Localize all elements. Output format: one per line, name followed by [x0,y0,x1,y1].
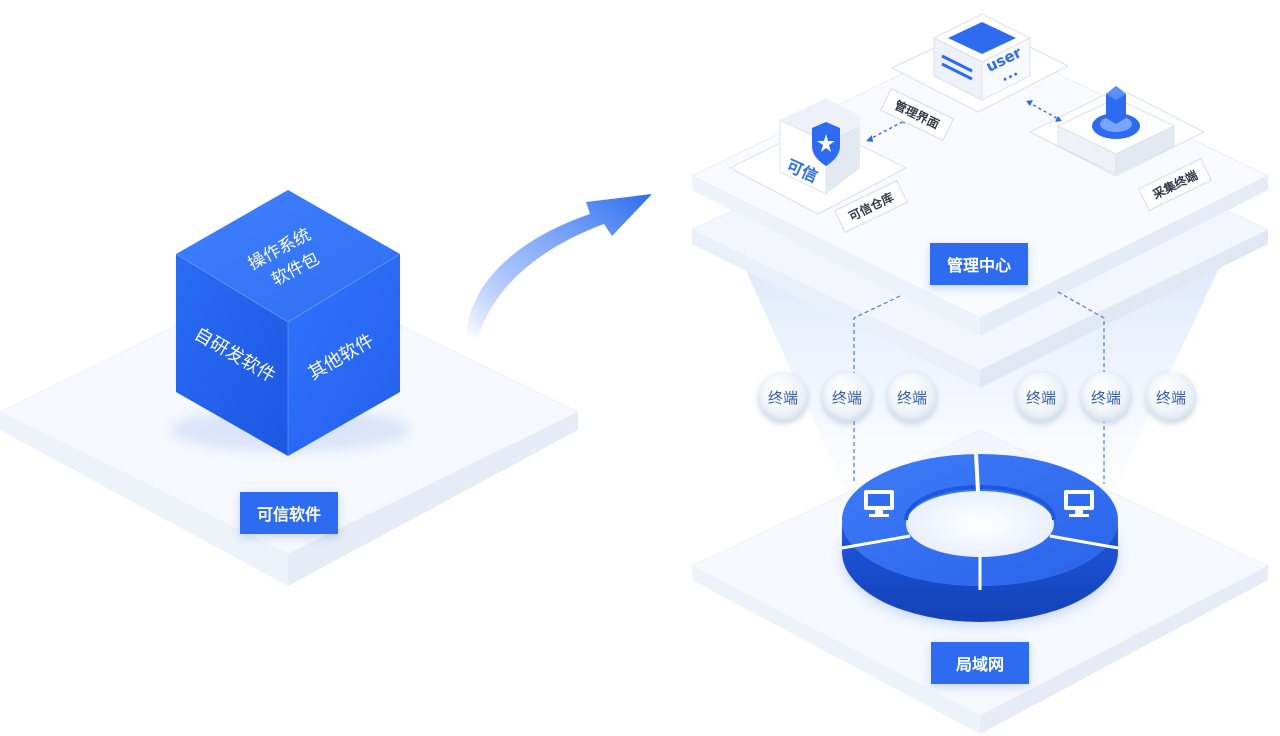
monitor-icon [864,490,894,517]
trusted-block: 可信 [779,98,860,195]
lan-ring [841,453,1119,626]
monitor-icon [1064,490,1094,517]
terminal-bubble: 终端 [1146,372,1196,422]
terminal-bubble: 终端 [758,372,808,422]
terminal-bubble: 终端 [1016,372,1066,422]
lan-label: 局域网 [931,642,1029,684]
terminal-bubble: 终端 [1081,372,1131,422]
software-cube: 操作系统 软件包 自研发软件 其他软件 [170,190,410,456]
terminal-bubble: 终端 [822,372,872,422]
vertical-dashed-links [853,291,1105,484]
trusted-software-label: 可信软件 [240,492,338,534]
terminal-bubble: 终端 [887,372,937,422]
collector-icon [1056,86,1176,175]
management-center-label: 管理中心 [930,243,1028,285]
curved-arrow [466,194,652,338]
server-icon: user ••• [932,13,1032,101]
